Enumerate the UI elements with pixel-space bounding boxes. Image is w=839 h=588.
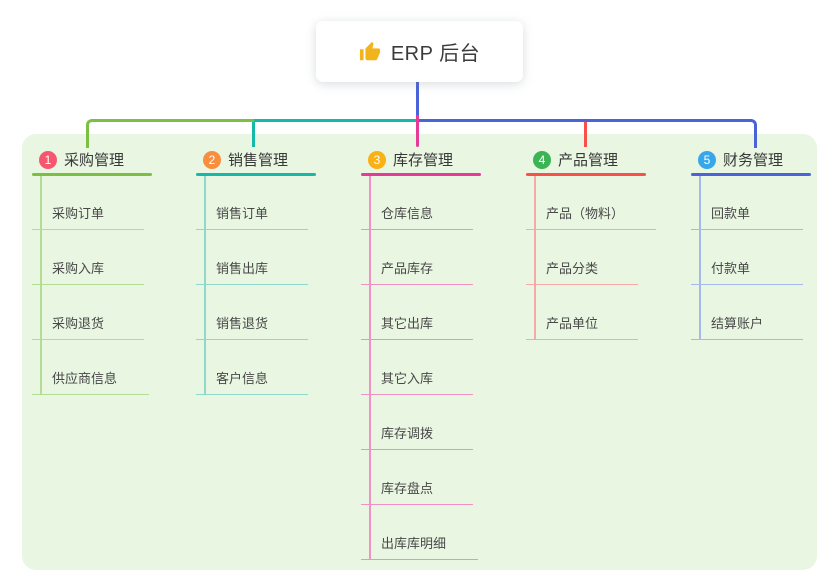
branch-underline: [526, 173, 646, 176]
node-label: 其它入库: [381, 371, 434, 386]
root-connector-line: [416, 80, 419, 122]
mindmap-node[interactable]: 出库库明细: [361, 534, 479, 560]
mindmap-node[interactable]: 回款单: [691, 204, 803, 230]
node-label: 出库库明细: [381, 536, 447, 551]
mindmap-node[interactable]: 销售订单: [196, 204, 308, 230]
mindmap-node[interactable]: 其它入库: [361, 369, 473, 395]
node-label: 库存盘点: [381, 481, 434, 496]
drop-line-sales: [252, 122, 255, 147]
node-label: 产品分类: [546, 261, 599, 276]
branch-number-badge: 1: [39, 150, 57, 169]
bus-line-middle: [254, 119, 418, 122]
branch-node[interactable]: 3 库存管理: [361, 146, 511, 173]
mindmap-node[interactable]: 采购入库: [32, 259, 144, 285]
root-node[interactable]: ERP 后台: [316, 21, 523, 82]
mindmap-node[interactable]: 采购退货: [32, 314, 144, 340]
branch-number-badge: 5: [698, 150, 716, 169]
branch-label: 财务管理: [723, 152, 784, 169]
branch-underline: [691, 173, 811, 176]
branch-column-3: 3 库存管理 仓库信息产品库存其它出库其它入库库存调拨库存盘点出库库明细: [361, 146, 511, 560]
mindmap-node[interactable]: 销售退货: [196, 314, 308, 340]
mindmap-node[interactable]: 产品单位: [526, 314, 638, 340]
branch-underline: [361, 173, 481, 176]
mindmap-node[interactable]: 销售出库: [196, 259, 308, 285]
root-node-label: ERP 后台: [390, 43, 481, 65]
branch-items: 产品（物料） 产品分类产品单位: [526, 176, 676, 340]
branch-items: 采购订单采购入库采购退货供应商信息: [32, 176, 182, 395]
branch-node[interactable]: 1 采购管理: [32, 146, 182, 173]
branch-items: 销售订单销售出库销售退货客户信息: [196, 176, 346, 395]
thumbs-up-icon: [359, 41, 381, 63]
branch-column-1: 1 采购管理 采购订单采购入库采购退货供应商信息: [32, 146, 182, 395]
branch-label: 库存管理: [393, 152, 454, 169]
mindmap-node[interactable]: 产品分类: [526, 259, 638, 285]
mindmap-node[interactable]: 产品（物料）: [526, 204, 657, 230]
mindmap-node[interactable]: 库存调拨: [361, 424, 473, 450]
mindmap-node[interactable]: 供应商信息: [32, 369, 150, 395]
node-label: 其它出库: [381, 316, 434, 331]
node-label: 付款单: [711, 261, 751, 276]
mindmap-node[interactable]: 产品库存: [361, 259, 473, 285]
node-label: 采购订单: [52, 206, 105, 221]
mindmap-node[interactable]: 其它出库: [361, 314, 473, 340]
branch-label: 产品管理: [558, 152, 619, 169]
mindmap-node[interactable]: 结算账户: [691, 314, 803, 340]
node-label: 库存调拨: [381, 426, 434, 441]
node-label: 仓库信息: [381, 206, 434, 221]
branch-number-badge: 2: [203, 150, 221, 169]
bus-line-left: [86, 119, 257, 148]
mindmap-node[interactable]: 库存盘点: [361, 479, 473, 505]
node-label: 采购退货: [52, 316, 105, 331]
drop-line-product: [584, 122, 587, 147]
node-label: 产品库存: [381, 261, 434, 276]
branch-node[interactable]: 2 销售管理: [196, 146, 346, 173]
branch-column-4: 4 产品管理 产品（物料） 产品分类产品单位: [526, 146, 676, 340]
drop-line-inventory: [416, 115, 419, 147]
bus-line-right: [418, 119, 757, 148]
branch-label: 销售管理: [228, 152, 289, 169]
node-label: 客户信息: [216, 371, 269, 386]
branch-label: 采购管理: [64, 152, 125, 169]
mindmap-node[interactable]: 仓库信息: [361, 204, 473, 230]
node-label: 产品（物料）: [546, 206, 625, 221]
branch-items: 回款单付款单结算账户: [691, 176, 839, 340]
node-label: 销售订单: [216, 206, 269, 221]
node-label: 结算账户: [711, 316, 764, 331]
branch-underline: [196, 173, 316, 176]
branch-number-badge: 4: [533, 150, 551, 169]
node-label: 回款单: [711, 206, 751, 221]
branch-items: 仓库信息产品库存其它出库其它入库库存调拨库存盘点出库库明细: [361, 176, 511, 560]
node-label: 产品单位: [546, 316, 599, 331]
node-label: 供应商信息: [52, 371, 118, 386]
mindmap-node[interactable]: 客户信息: [196, 369, 308, 395]
branches-panel: [22, 134, 817, 570]
node-label: 销售出库: [216, 261, 269, 276]
branch-node[interactable]: 5 财务管理: [691, 146, 839, 173]
branch-column-2: 2 销售管理 销售订单销售出库销售退货客户信息: [196, 146, 346, 395]
node-label: 采购入库: [52, 261, 105, 276]
branch-column-5: 5 财务管理 回款单付款单结算账户: [691, 146, 839, 340]
branch-number-badge: 3: [368, 150, 386, 169]
branch-node[interactable]: 4 产品管理: [526, 146, 676, 173]
branch-underline: [32, 173, 152, 176]
mindmap-node[interactable]: 采购订单: [32, 204, 144, 230]
node-label: 销售退货: [216, 316, 269, 331]
mindmap-node[interactable]: 付款单: [691, 259, 803, 285]
